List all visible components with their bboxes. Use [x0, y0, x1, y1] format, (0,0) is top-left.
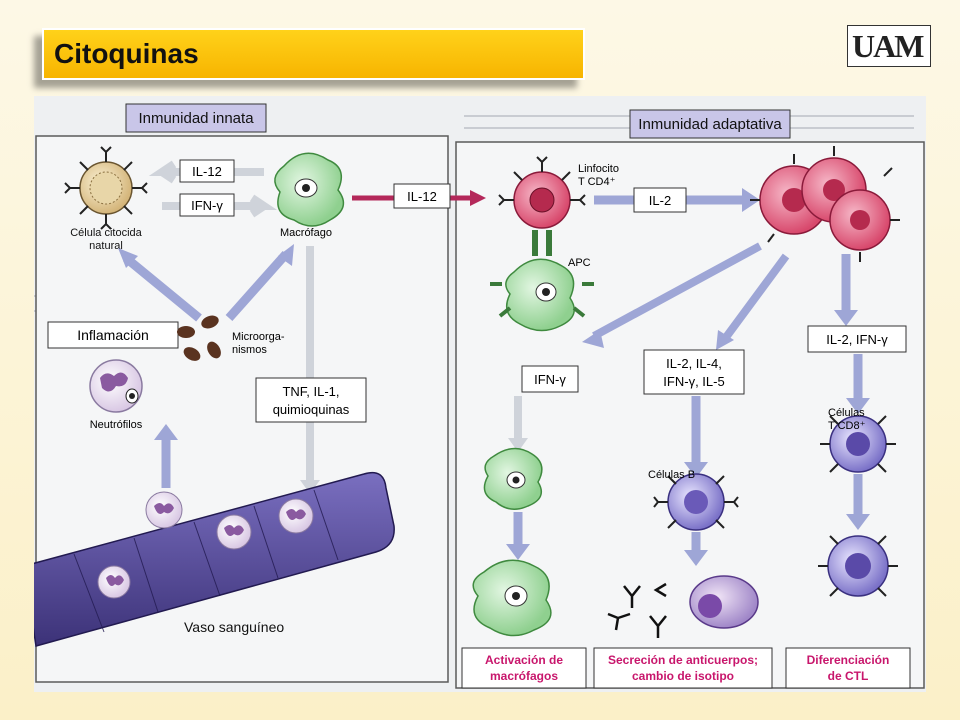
nk-label-2: natural [89, 240, 123, 252]
arrowhead-bcell-cytokines [716, 330, 734, 350]
macrophage-label: Macrófago [280, 227, 332, 239]
macrophage-cell [274, 152, 345, 227]
outcome-ctl-box [785, 647, 911, 689]
cd8-label-1: Células [828, 407, 865, 419]
arrowhead-il2-ifn [834, 310, 858, 326]
outcome-macrophage-1: Activación de [485, 653, 563, 667]
bcell-cytokines-label-2: IFN-γ, IL-5 [663, 374, 724, 389]
tnf-label-1: TNF, IL-1, [282, 384, 339, 399]
antibodies [607, 582, 667, 638]
neutrophil-cell [89, 359, 143, 413]
cytokine-figure: Inmunidad innata Inmunidad adaptativa Cé… [34, 96, 926, 692]
arrowhead-macrophage [278, 244, 294, 266]
bcell-label: Células B [648, 469, 695, 481]
ctl-cell [818, 535, 898, 597]
bridge-il12-box [393, 183, 451, 209]
inflammation-box [47, 321, 179, 349]
arrowhead-vessel [300, 480, 320, 494]
outcome-macrophage-2: macrófagos [490, 669, 558, 683]
outcome-macrophage-box [461, 647, 587, 689]
blood-vessel [34, 471, 395, 647]
ifn-label: IFN-γ [191, 198, 223, 213]
tnf-label-2: quimioquinas [273, 402, 350, 417]
adaptive-ifn-label: IFN-γ [534, 372, 566, 387]
slide-title: Citoquinas [54, 38, 199, 69]
microbes-label-1: Microorga- [232, 331, 285, 343]
proliferating-cd4-cells [750, 146, 900, 262]
arrow-microbes-to-nk [123, 254, 202, 322]
logo-text: UAM [852, 28, 924, 64]
arrowhead-ctl [846, 514, 870, 530]
il2-ifn-box [807, 325, 907, 353]
cytokine-diagram: Inmunidad innata Inmunidad adaptativa Cé… [34, 103, 925, 689]
arrowhead-nk [118, 248, 138, 268]
plasma-cell [689, 575, 759, 629]
arrow-microbes-to-macrophage [225, 251, 290, 321]
arrowhead-bcell [684, 462, 708, 478]
tnf-box [255, 377, 367, 423]
bcell-cytokines-box [643, 349, 745, 395]
macrophage-activated-precursor [483, 447, 543, 510]
inflammation-label: Inflamación [77, 327, 149, 343]
arrowhead-activated-macrophage [506, 544, 530, 560]
apc-cell [490, 258, 594, 332]
outcome-antibody-1: Secreción de anticuerpos; [608, 653, 758, 667]
bcell-cytokines-label-1: IL-2, IL-4, [666, 356, 722, 371]
arrow-to-ifn [592, 242, 762, 340]
apc-label: APC [568, 257, 591, 269]
outcome-antibody-2: cambio de isotipo [632, 669, 734, 683]
il12-box [179, 159, 235, 183]
il2-box [633, 187, 687, 213]
microbes-label-2: nismos [232, 344, 267, 356]
cd4-label-2: T CD4⁺ [578, 176, 616, 188]
arrowhead-ifn [582, 330, 604, 348]
adaptive-header-box [629, 109, 791, 139]
microorganisms [177, 315, 221, 361]
innate-header: Inmunidad innata [138, 110, 254, 127]
cd4-t-cell [498, 156, 586, 256]
uam-logo: UAM [847, 25, 931, 67]
il12-label: IL-12 [192, 164, 222, 179]
il2-label: IL-2 [649, 193, 671, 208]
nk-cell [64, 146, 148, 230]
adaptive-ifn-box [521, 365, 579, 393]
outcome-antibody-box [593, 647, 773, 689]
bridge-arrowhead [470, 190, 486, 206]
cd8-label-2: T CD8⁺ [828, 420, 866, 432]
ifn-box [179, 193, 235, 217]
arrow-to-bcell-cytokines [720, 253, 790, 343]
arrowhead-cd8 [846, 398, 870, 414]
arrowhead-ifn-macrophage [508, 438, 528, 452]
arrowhead-neutrophil [154, 424, 178, 440]
nk-label-1: Célula citocida [70, 227, 142, 239]
innate-header-box [125, 103, 267, 133]
neutrophils-label: Neutrófilos [90, 419, 143, 431]
vessel-label: Vaso sanguíneo [184, 619, 284, 635]
activated-macrophage [472, 559, 552, 637]
cd4-label-1: Linfocito [578, 163, 619, 175]
b-cell [653, 473, 739, 531]
outcome-ctl-1: Diferenciación [807, 653, 890, 667]
outcome-ctl-2: de CTL [828, 669, 869, 683]
adaptive-header: Inmunidad adaptativa [638, 116, 782, 133]
slide-title-bar: Citoquinas [42, 28, 585, 80]
cd8-t-cell [820, 415, 896, 473]
arrowhead-plasma [684, 550, 708, 566]
il2-ifn-label: IL-2, IFN-γ [826, 332, 888, 347]
bridge-il12-label: IL-12 [407, 189, 437, 204]
